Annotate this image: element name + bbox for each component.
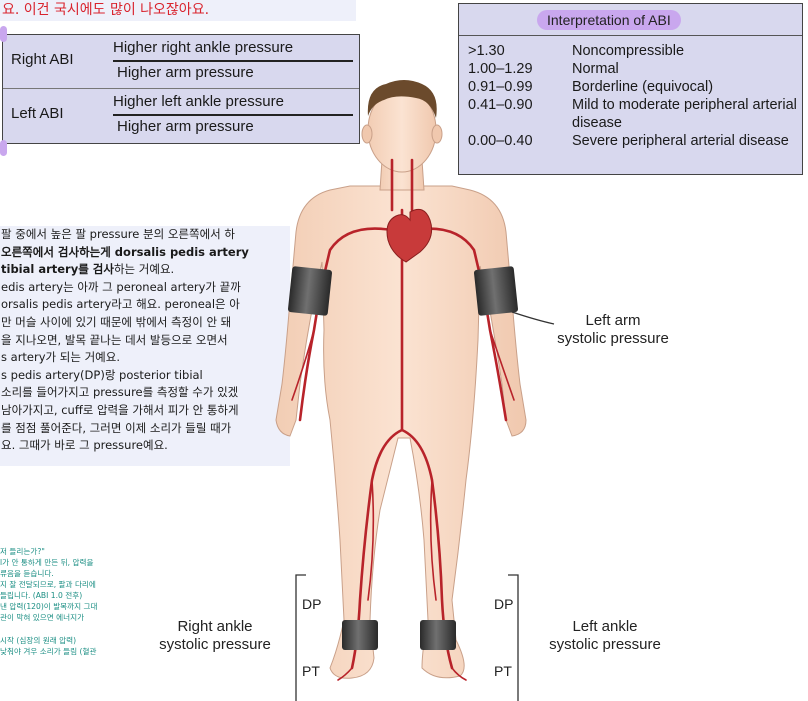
teal-note-line: 류음을 듣습니다. — [0, 569, 54, 578]
top-note: 요. 이건 국시에도 많이 나오잖아요. — [0, 0, 356, 21]
left-arm-leader — [511, 311, 555, 325]
left-ankle-label: Left ankle systolic pressure — [549, 618, 661, 653]
highlight-mark — [0, 140, 7, 156]
korean-line: orsalis pedis artery라고 해요. peroneal은 아 — [0, 296, 290, 314]
abi-meaning: Mild to moderate peripheral arterial dis… — [572, 97, 797, 131]
right-abi-numerator: Higher right ankle pressure — [113, 39, 294, 56]
left-abi-label: Left ABI — [11, 105, 64, 122]
korean-line: s pedis artery(DP)랑 posterior tibial — [0, 367, 290, 385]
right-pt-label: PT — [302, 663, 320, 679]
korean-text: 남아가지고, cuff로 압력을 가해서 피가 안 통하게 — [1, 402, 239, 417]
highlight-mark — [0, 26, 7, 42]
teal-note-line: 지 잘 전달되므로, 팔과 다리에 — [0, 580, 96, 589]
korean-line: 요. 그때가 바로 그 pressure예요. — [0, 437, 290, 455]
korean-text: orsalis pedis artery라고 해요. peroneal은 아 — [1, 297, 240, 312]
teal-note-line: l가 안 통하게 만든 뒤, 압력을 — [0, 558, 94, 567]
teal-note-line: 들립니다. (ABI 1.0 전후) — [0, 591, 83, 600]
korean-text: edis artery는 아까 그 peroneal artery가 끝까 — [1, 279, 241, 294]
korean-text: 팔 중에서 높은 팔 pressure 분의 오른쪽에서 하 — [1, 227, 235, 241]
korean-line: edis artery는 아까 그 peroneal artery가 끝까 — [0, 279, 290, 297]
interpretation-row: 0.91–0.99 Borderline (equivocal) — [468, 78, 800, 96]
left-abi-row: Left ABI Higher left ankle pressure High… — [3, 89, 359, 143]
abi-range: 1.00–1.29 — [468, 61, 533, 77]
right-dp-label: DP — [302, 596, 322, 612]
korean-text: 소리를 들어가지고 pressure를 측정할 수가 있겠 — [1, 385, 239, 400]
korean-text: 하는 거예요. — [113, 262, 175, 277]
interpretation-title: Interpretation of ABI — [537, 10, 681, 30]
korean-line: 소리를 들어가지고 pressure를 측정할 수가 있겠 — [0, 384, 290, 402]
fraction-bar — [113, 60, 353, 62]
left-abi-denominator: Higher arm pressure — [117, 118, 254, 135]
teal-note-line: 관이 막혀 있으면 에너지가 — [0, 613, 85, 622]
interpretation-row: 0.41–0.90 Mild to moderate peripheral art… — [468, 96, 800, 132]
korean-emphasis: 오른쪽에서 검사하는게 dorsalis pedis artery — [1, 244, 249, 259]
korean-text: 요. 그때가 바로 그 pressure예요. — [1, 438, 168, 453]
interpretation-row: >1.30 Noncompressible — [468, 42, 800, 60]
korean-text: 만 머슬 사이에 있기 때문에 밖에서 측정이 안 돼 — [1, 314, 232, 329]
abi-meaning: Borderline (equivocal) — [572, 79, 714, 95]
korean-emphasis: tibial artery를 검사 — [1, 262, 114, 277]
abi-meaning: Noncompressible — [572, 43, 685, 59]
right-ankle-cuff — [342, 620, 378, 650]
abi-formula-panel: Right ABI Higher right ankle pressure Hi… — [2, 34, 360, 144]
left-ankle-cuff — [420, 620, 456, 650]
right-abi-row: Right ABI Higher right ankle pressure Hi… — [3, 35, 359, 89]
abi-range: >1.30 — [468, 43, 505, 59]
abi-range: 0.41–0.90 — [468, 97, 533, 113]
interpretation-panel: Interpretation of ABI >1.30 Noncompressib… — [458, 3, 803, 175]
blood-pressure-cuffs — [288, 266, 518, 650]
korean-text: 을 지나오면, 발목 끝나는 데서 발등으로 오면서 — [1, 332, 228, 347]
korean-line: 를 점점 풀어준다, 그러면 이제 소리가 들릴 때가 — [0, 420, 290, 438]
teal-note-line: 낸 압력(120)이 발목까지 그대 — [0, 602, 98, 611]
left-dp-label: DP — [494, 596, 514, 612]
interpretation-row: 0.00–0.40 Severe peripheral arterial dise… — [468, 132, 800, 150]
panel-divider — [3, 88, 359, 89]
head — [361, 80, 443, 173]
korean-line: 남아가지고, cuff로 압력을 가해서 피가 안 통하게 — [0, 402, 290, 420]
right-arm-cuff — [288, 266, 332, 316]
korean-line: 오른쪽에서 검사하는게 dorsalis pedis artery — [0, 244, 290, 262]
right-ankle-label: Right ankle systolic pressure — [159, 618, 271, 653]
korean-line: 을 지나오면, 발목 끝나는 데서 발등으로 오면서 — [0, 332, 290, 350]
korean-text: s artery가 되는 거예요. — [1, 350, 120, 365]
left-arm-label: Left arm systolic pressure — [557, 312, 669, 347]
abi-meaning: Severe peripheral arterial disease — [572, 133, 789, 149]
left-pt-label: PT — [494, 663, 512, 679]
left-abi-numerator: Higher left ankle pressure — [113, 93, 284, 110]
abi-range: 0.91–0.99 — [468, 79, 533, 95]
abi-meaning: Normal — [572, 61, 619, 77]
abi-range: 0.00–0.40 — [468, 133, 533, 149]
panel-divider — [459, 35, 802, 36]
korean-line: tibial artery를 검사하는 거예요. — [0, 261, 290, 279]
fraction-bar — [113, 114, 353, 116]
left-arm-cuff — [474, 266, 518, 316]
heart-icon — [386, 208, 433, 263]
korean-text: 를 점점 풀어준다, 그러면 이제 소리가 들릴 때가 — [1, 420, 232, 435]
teal-note-line: 저 들리는가?" — [0, 547, 45, 556]
teal-note-line: 낮춰야 겨우 소리가 들림 (혈관 — [0, 647, 97, 656]
korean-line: 팔 중에서 높은 팔 pressure 분의 오른쪽에서 하 — [0, 226, 290, 244]
right-abi-label: Right ABI — [11, 51, 74, 68]
probe-brackets — [295, 574, 519, 701]
korean-line: 만 머슬 사이에 있기 때문에 밖에서 측정이 안 돼 — [0, 314, 290, 332]
korean-text: s pedis artery(DP)랑 posterior tibial — [1, 367, 203, 382]
korean-line: s artery가 되는 거예요. — [0, 349, 290, 367]
right-abi-denominator: Higher arm pressure — [117, 64, 254, 81]
interpretation-row: 1.00–1.29 Normal — [468, 60, 800, 78]
teal-note-line: 시작 (심장의 원래 압력) — [0, 636, 77, 645]
